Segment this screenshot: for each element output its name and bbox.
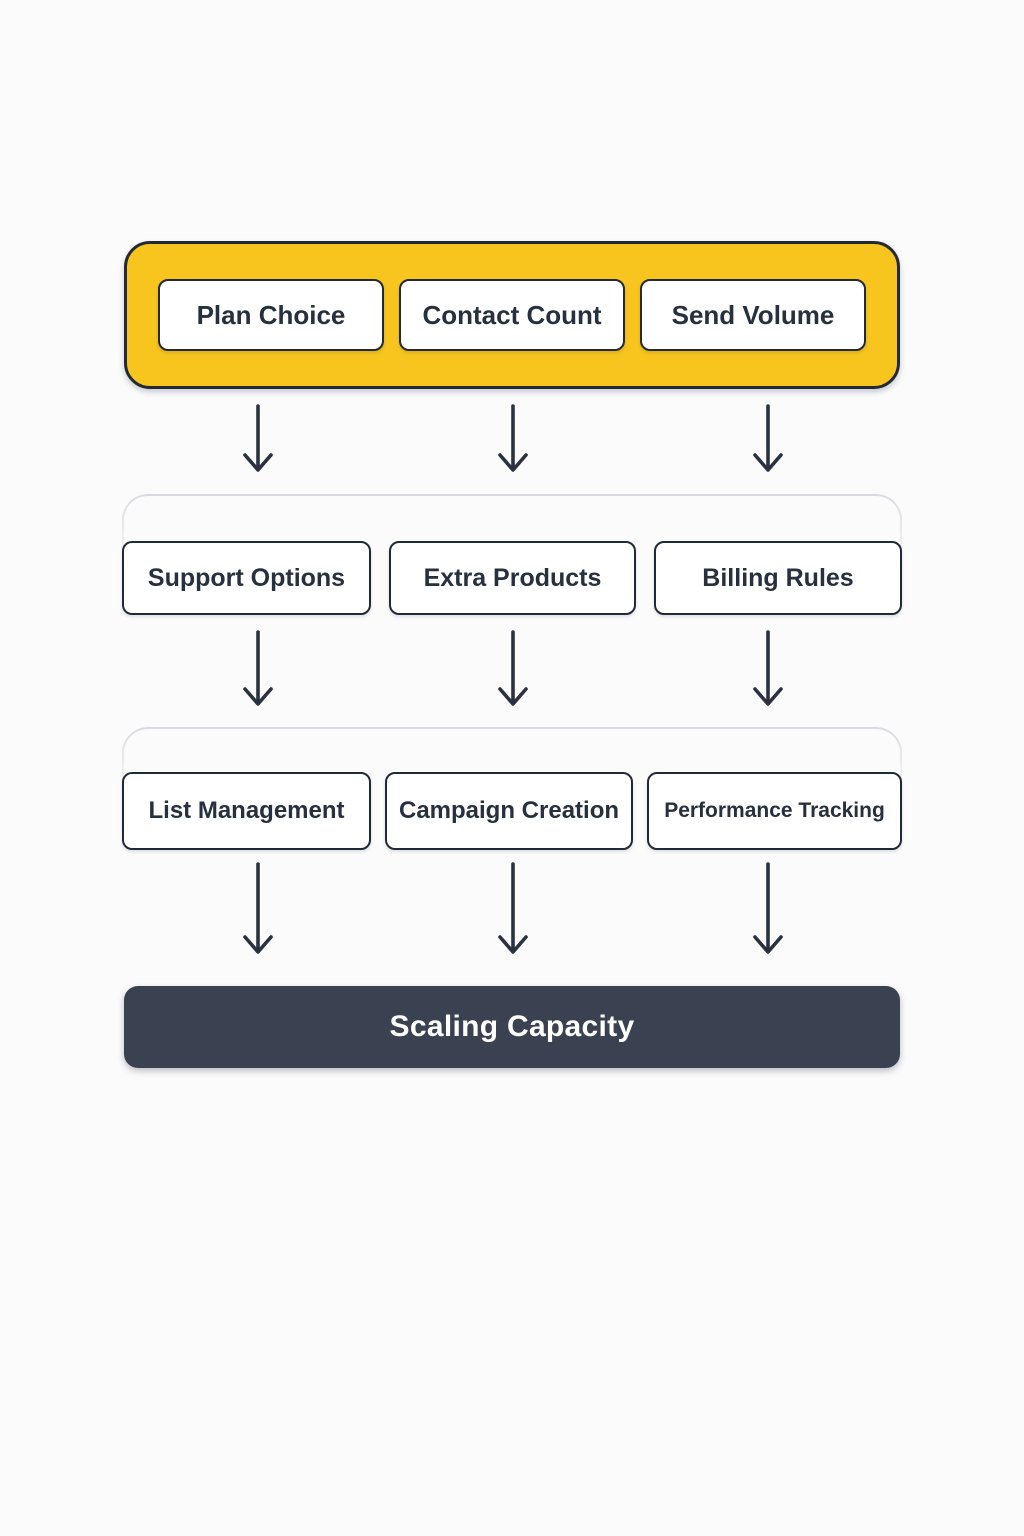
node-performance-tracking: Performance Tracking <box>647 772 902 850</box>
down-arrow-icon <box>240 630 276 708</box>
node-support-options: Support Options <box>122 541 371 615</box>
down-arrow-icon <box>240 862 276 956</box>
down-arrow-icon <box>495 862 531 956</box>
down-arrow-icon <box>750 862 786 956</box>
node-contact-count: Contact Count <box>399 279 625 351</box>
result-bar: Scaling Capacity <box>124 986 900 1068</box>
node-campaign-creation: Campaign Creation <box>385 772 633 850</box>
input-group: Plan Choice Contact Count Send Volume <box>124 241 900 389</box>
node-extra-products: Extra Products <box>389 541 636 615</box>
node-billing-rules: Billing Rules <box>654 541 902 615</box>
node-send-volume: Send Volume <box>640 279 866 351</box>
node-list-management: List Management <box>122 772 371 850</box>
tier3-row: List Management Campaign Creation Perfor… <box>122 772 902 850</box>
down-arrow-icon <box>750 630 786 708</box>
tier2-row: Support Options Extra Products Billing R… <box>122 541 902 615</box>
down-arrow-icon <box>240 404 276 474</box>
down-arrow-icon <box>495 630 531 708</box>
down-arrow-icon <box>495 404 531 474</box>
down-arrow-icon <box>750 404 786 474</box>
node-plan-choice: Plan Choice <box>158 279 384 351</box>
